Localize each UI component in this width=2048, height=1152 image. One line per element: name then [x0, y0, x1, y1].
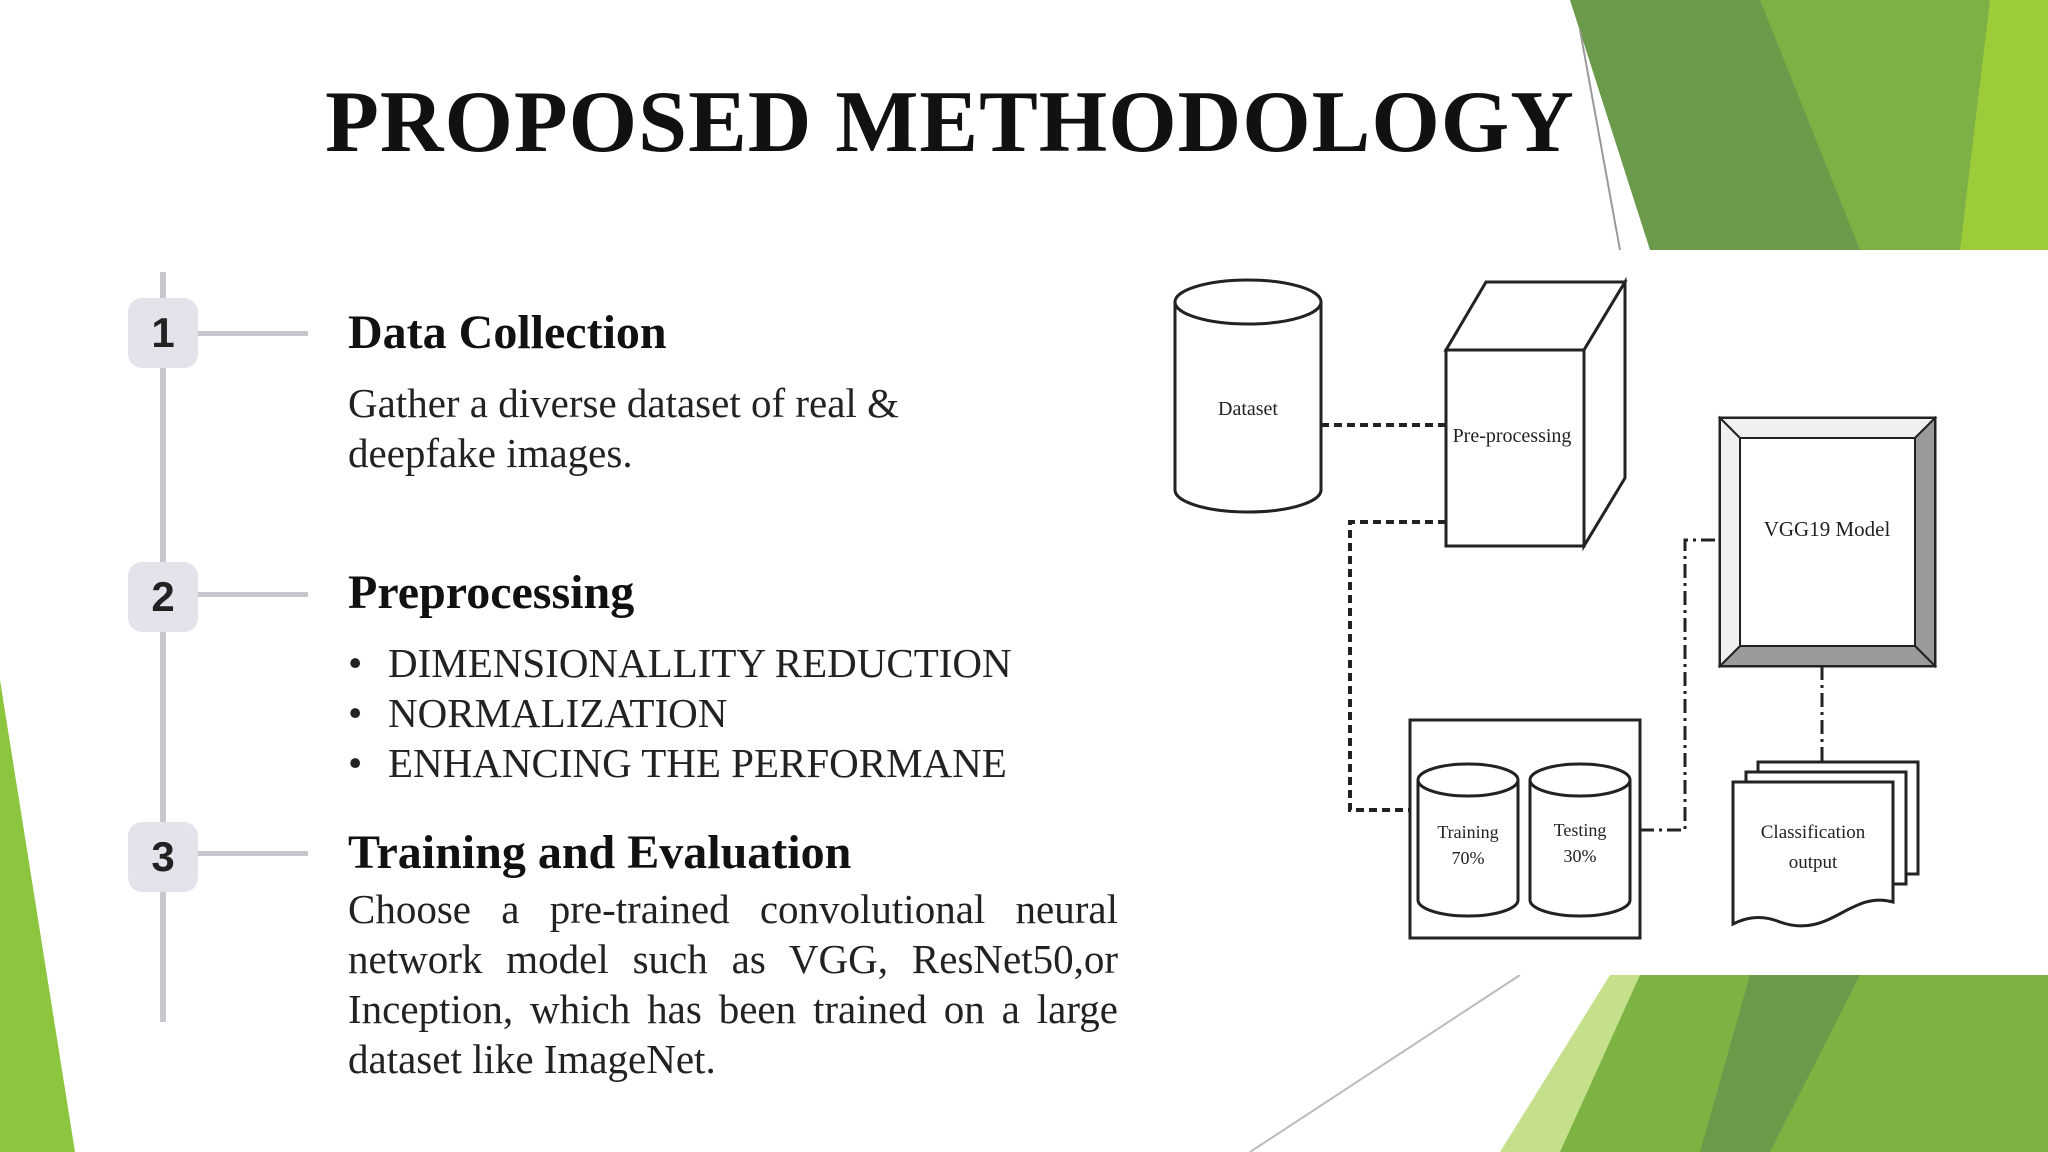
- green-shape-bottom-right-dark: [1700, 975, 1860, 1152]
- step-2-title: Preprocessing: [348, 566, 635, 619]
- slide-title: PROPOSED METHODOLOGY: [325, 74, 1575, 171]
- methodology-flowchart: Dataset Pre-processing Training 70% Test…: [1150, 250, 2005, 975]
- training-label-line1: Training: [1437, 822, 1498, 842]
- green-shape-top-right-light: [1960, 0, 2048, 250]
- preprocessing-label: Pre-processing: [1453, 425, 1572, 447]
- bullet-item: DIMENSIONALLITY REDUCTION: [348, 638, 1012, 688]
- step-2-connector: [198, 592, 308, 597]
- step-3-description: Choose a pre-trained convolutional neura…: [348, 886, 1118, 1082]
- step-3-badge: 3: [128, 822, 198, 892]
- output-label-line2: output: [1789, 852, 1838, 873]
- classification-output-documents: Classification output: [1731, 760, 1920, 928]
- testing-label-line1: Testing: [1554, 820, 1607, 840]
- step-1-title: Data Collection: [348, 306, 667, 359]
- dataset-label: Dataset: [1218, 398, 1278, 420]
- preprocessing-to-split-link: [1348, 520, 1446, 812]
- preprocessing-cube: Pre-processing: [1443, 276, 1628, 552]
- dataset-cylinder: Dataset: [1173, 278, 1323, 514]
- model-label: VGG19 Model: [1764, 517, 1891, 541]
- testing-label-line2: 30%: [1564, 846, 1597, 866]
- green-shape-left: [0, 680, 75, 1152]
- training-label-line2: 70%: [1452, 848, 1485, 868]
- vgg19-model-block: VGG19 Model: [1717, 415, 1938, 669]
- step-3-connector: [198, 851, 308, 856]
- thin-line-top: [1579, 29, 1621, 251]
- data-split-box: Training 70% Testing 30%: [1408, 718, 1642, 940]
- step-1-badge: 1: [128, 298, 198, 368]
- thin-line-bottom: [1249, 974, 1521, 1152]
- step-1-connector: [198, 331, 308, 336]
- output-label-line1: Classification: [1761, 822, 1866, 843]
- timeline-line: [160, 272, 166, 1022]
- step-3-title: Training and Evaluation: [348, 826, 852, 879]
- step-2-bullet-list: DIMENSIONALLITY REDUCTION NORMALIZATION …: [348, 638, 1012, 788]
- bullet-item: ENHANCING THE PERFORMANE: [348, 738, 1012, 788]
- step-2-badge: 2: [128, 562, 198, 632]
- bullet-item: NORMALIZATION: [348, 688, 1012, 738]
- split-to-model-link: [1640, 538, 1720, 832]
- step-1-description: Gather a diverse dataset of real & deepf…: [348, 380, 899, 476]
